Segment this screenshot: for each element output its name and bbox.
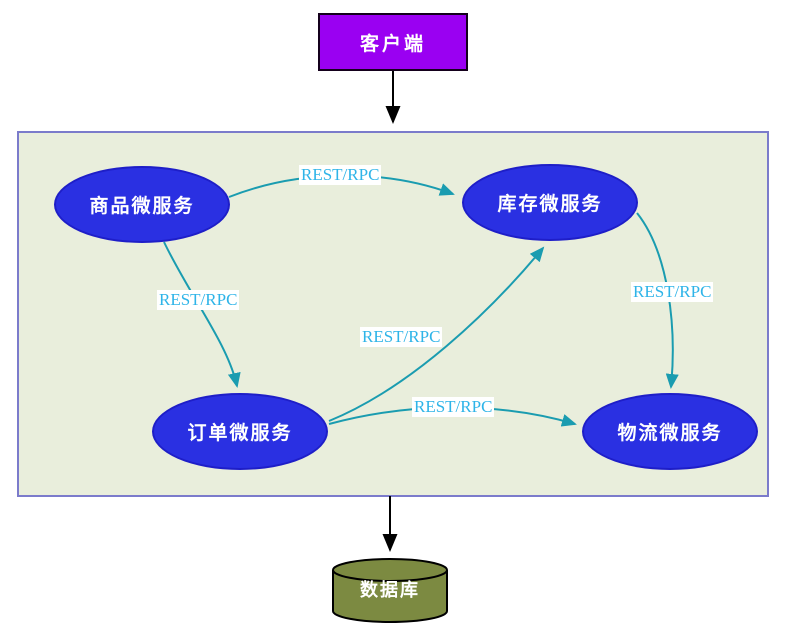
service-node-logistics: 物流微服务 xyxy=(582,393,758,470)
client-node: 客户端 xyxy=(318,13,468,71)
client-label: 客户端 xyxy=(359,33,426,55)
service-label-product: 商品微服务 xyxy=(89,196,195,217)
service-label-order: 订单微服务 xyxy=(187,423,293,444)
edge-label-inventory-logistics: REST/RPC xyxy=(631,282,714,302)
edge-label-order-inventory: REST/RPC xyxy=(360,327,443,347)
service-node-product: 商品微服务 xyxy=(54,166,230,243)
service-label-logistics: 物流微服务 xyxy=(617,423,723,444)
database-label: 数据库 xyxy=(360,580,420,600)
service-label-inventory: 库存微服务 xyxy=(497,194,603,215)
edge-label-product-inventory: REST/RPC xyxy=(299,165,382,185)
service-node-order: 订单微服务 xyxy=(152,393,328,470)
service-node-inventory: 库存微服务 xyxy=(462,164,638,241)
edge-label-product-order: REST/RPC xyxy=(157,290,240,310)
edge-label-order-logistics: REST/RPC xyxy=(412,397,495,417)
